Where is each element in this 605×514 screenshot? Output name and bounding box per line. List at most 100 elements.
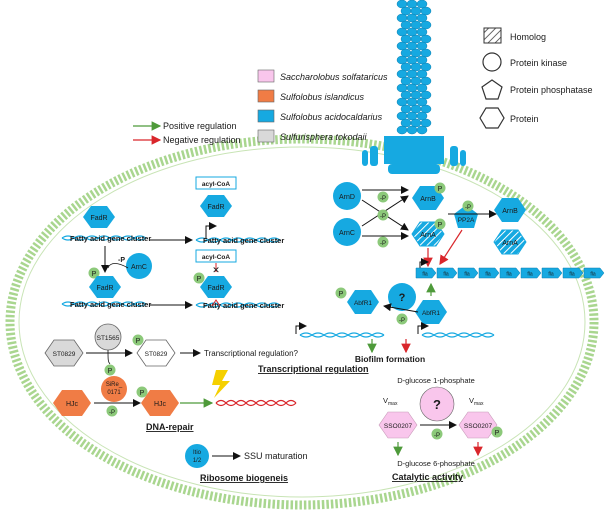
fadr-protein: FadR — [200, 276, 232, 298]
svg-text:AbfR1: AbfR1 — [422, 310, 440, 317]
gene-cluster-label: Fatty acid gene cluster — [203, 236, 284, 245]
ribosome-module: Itio 1/2 SSU maturation Ribosome biogene… — [185, 444, 308, 483]
filament-subunit — [416, 41, 428, 51]
svg-text:HJc: HJc — [66, 401, 79, 408]
svg-text:PP2A: PP2A — [458, 217, 475, 224]
vmax-label: Vmax — [383, 396, 398, 407]
pentagon-icon — [481, 79, 503, 100]
legend-regulation-label: Positive regulation — [163, 121, 237, 131]
section-label: Catalytic activity — [392, 472, 463, 482]
acyl-coa-box — [195, 249, 237, 263]
dna-strand — [299, 332, 385, 338]
svg-text:-P: -P — [380, 214, 386, 220]
dna-strand — [61, 235, 147, 241]
svg-text:AbfR1: AbfR1 — [354, 300, 372, 307]
phosphate-badge: P — [193, 272, 205, 284]
filament-subunit — [420, 104, 432, 114]
phosphate-badge: -P — [377, 236, 389, 248]
svg-text:FadR: FadR — [90, 215, 107, 222]
svg-text:P: P — [136, 338, 141, 345]
unknown-kinase: ? — [419, 386, 455, 422]
svg-text:?: ? — [433, 397, 441, 412]
st0829-module: ST0829 ST1565 P P ST0829 Transcriptional… — [44, 323, 299, 376]
filament-subunit — [420, 48, 432, 58]
svg-text:?: ? — [399, 292, 406, 304]
fla-gene-label: fla — [443, 272, 449, 278]
hjc-protein: HJc — [141, 390, 179, 416]
filament-subunit — [420, 76, 432, 86]
arn-module: ArnD ArnC -P -P -P ArnB P — [333, 182, 527, 268]
svg-text:-P: -P — [465, 205, 471, 211]
dna-strand — [421, 332, 495, 338]
hatched-square-icon — [483, 27, 502, 44]
fla-gene-label: fla — [590, 272, 596, 278]
fla-gene-label: fla — [527, 272, 533, 278]
glucose1p-label: D-glucose 1-phosphate — [397, 376, 475, 385]
lightning-icon — [212, 370, 230, 398]
svg-text:acyl-CoA: acyl-CoA — [202, 181, 230, 188]
filament-subunit — [416, 97, 428, 107]
svg-text:SSO0207: SSO0207 — [464, 423, 493, 430]
svg-text:Itio: Itio — [193, 450, 202, 456]
filament-subunit — [396, 125, 408, 135]
dna-strand — [195, 237, 281, 243]
svg-text:P: P — [438, 186, 443, 193]
phosphate-badge: -P — [462, 200, 474, 212]
phosphate-badge: -P — [396, 313, 408, 325]
phosphate-badge: -P — [377, 209, 389, 221]
dna-strand — [61, 301, 147, 307]
fadr-protein: FadR — [89, 276, 121, 298]
st0829-protein: ST0829 — [136, 339, 176, 367]
svg-text:0171: 0171 — [107, 390, 121, 396]
svg-text:ArnD: ArnD — [339, 194, 355, 201]
filament-subunit — [416, 13, 428, 23]
section-label: Ribosome biogeneis — [200, 473, 288, 483]
dna-strand — [195, 237, 281, 243]
svg-text:P: P — [92, 271, 97, 278]
filament-subunit — [416, 0, 428, 9]
svg-text:ArnB: ArnB — [502, 208, 518, 215]
vmax-label: Vmax — [469, 396, 484, 407]
section-label: DNA-repair — [146, 422, 194, 432]
legend-shape-label: Protein — [510, 114, 539, 124]
acyl-coa-box — [195, 176, 237, 190]
svg-text:P: P — [108, 368, 113, 375]
svg-text:-P: -P — [118, 257, 125, 264]
gene-cluster-label: Fatty acid gene cluster — [203, 301, 284, 310]
arnb-protein: ArnB — [412, 186, 444, 210]
filament-subunit — [420, 20, 432, 30]
legend-shapes: Homolog Protein kinase Protein phosphata… — [479, 27, 593, 129]
svg-text:-P: -P — [109, 410, 115, 416]
phosphate-badge: P — [104, 364, 116, 376]
st0829-protein: ST0829 — [44, 339, 84, 367]
hexagon-icon — [479, 107, 505, 129]
svg-text:SiRe_: SiRe_ — [106, 382, 123, 388]
fla-gene — [436, 267, 458, 279]
arnd-kinase: ArnD — [333, 182, 361, 210]
legend-species-label: Sulfolobus acidocaldarius — [280, 112, 383, 122]
arnb-protein: ArnB — [494, 198, 526, 222]
svg-text:ST1565: ST1565 — [97, 335, 120, 342]
abfr1-protein: AbfR1 — [415, 300, 447, 324]
hjc-protein: HJc — [53, 390, 91, 416]
svg-text:FadR: FadR — [96, 285, 113, 292]
sire-kinase: SiRe_ 0171 — [101, 376, 127, 402]
svg-text:1/2: 1/2 — [193, 458, 202, 464]
fla-gene-label: fla — [548, 272, 554, 278]
svg-text:ArnB: ArnB — [420, 196, 436, 203]
hjc-module: HJc SiRe_ 0171 -P P HJc DNA-repair — [53, 370, 297, 432]
legend-species-label: Saccharolobus solfataricus — [280, 72, 388, 82]
dna-strand — [61, 301, 147, 307]
gene-cluster-label: Fatty acid gene cluster — [70, 234, 151, 243]
svg-text:-P: -P — [380, 241, 386, 247]
gene-cluster-label: Fatty acid gene cluster — [70, 300, 151, 309]
filament-subunit — [416, 27, 428, 37]
fla-gene — [562, 267, 584, 279]
ssu-label: SSU maturation — [244, 451, 308, 461]
dna-strand — [195, 302, 281, 308]
phosphate-badge: P — [136, 386, 148, 398]
svg-text:SSO0207: SSO0207 — [384, 423, 413, 430]
fla-gene — [520, 267, 542, 279]
catalytic-module: D-glucose 1-phosphate ? Vmax Vmax SSO020… — [378, 376, 503, 482]
